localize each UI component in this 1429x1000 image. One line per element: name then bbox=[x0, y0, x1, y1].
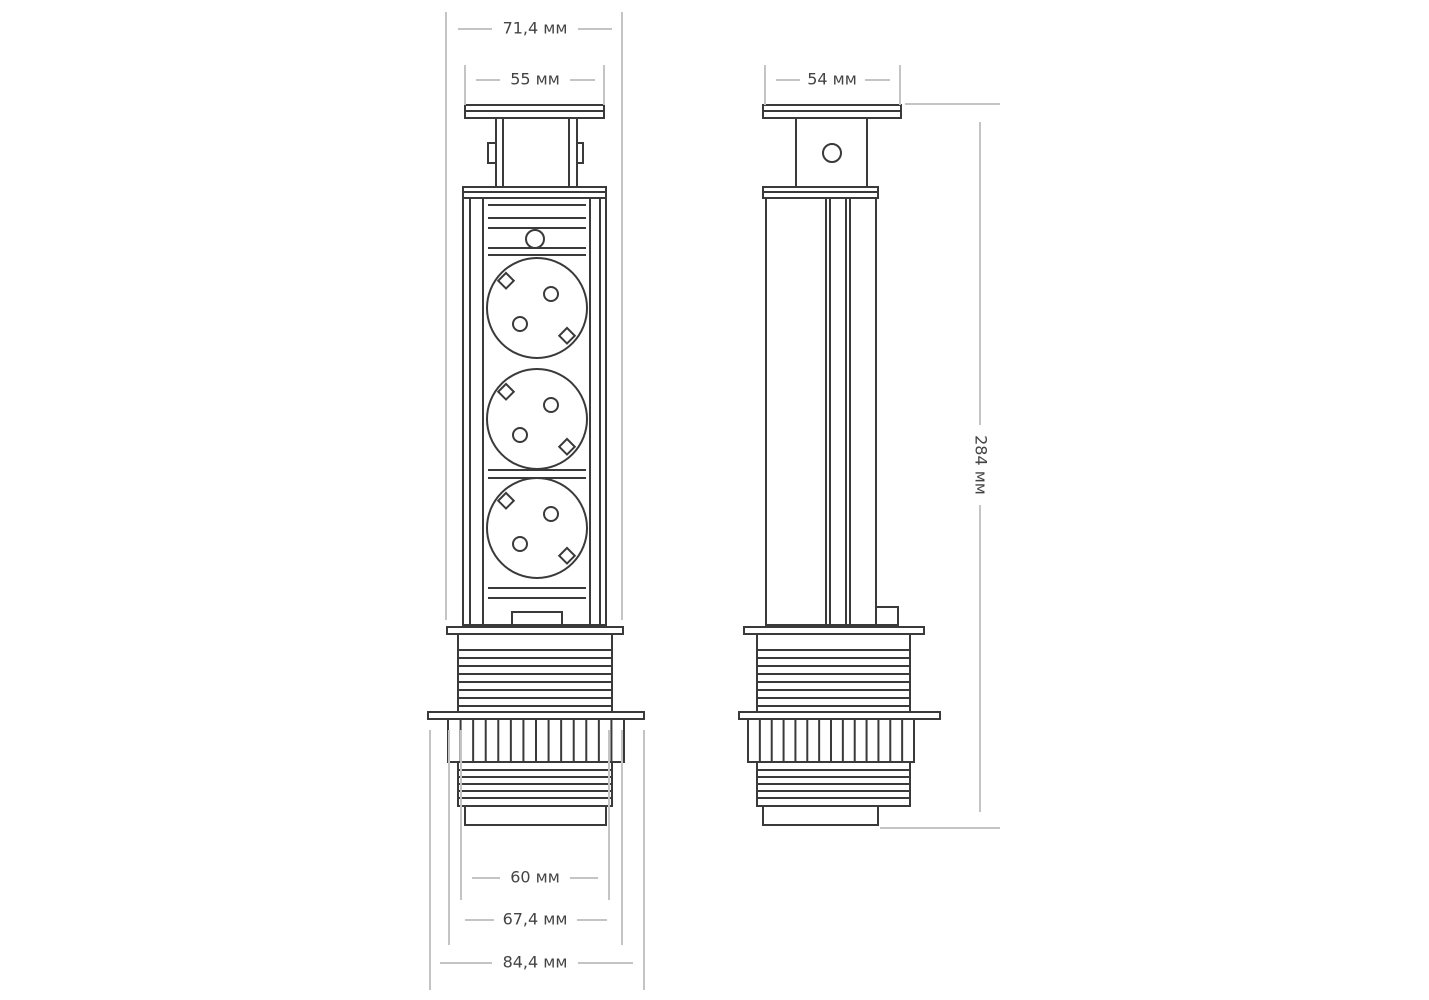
bottom-latch bbox=[511, 611, 563, 626]
socket-pin-hole bbox=[512, 427, 528, 443]
socket-face bbox=[486, 368, 588, 470]
body bbox=[765, 197, 877, 626]
cable-connector bbox=[875, 606, 899, 626]
bottom-block bbox=[464, 805, 607, 826]
bottom-block bbox=[762, 805, 879, 826]
ground-contact bbox=[557, 437, 577, 456]
ground-contact bbox=[557, 546, 577, 565]
upper-flange bbox=[446, 626, 624, 635]
dim-side-cap-width: 54 мм bbox=[807, 70, 857, 89]
dim-cutout-inner: 60 мм bbox=[510, 868, 560, 887]
mounting-flange bbox=[738, 711, 941, 720]
socket-pin-hole bbox=[543, 506, 559, 522]
dimension-lines bbox=[429, 12, 1000, 990]
post-right bbox=[568, 117, 578, 188]
indicator-light bbox=[525, 229, 545, 249]
socket-face bbox=[486, 257, 588, 359]
tab-right bbox=[576, 142, 584, 164]
socket-pin-hole bbox=[543, 397, 559, 413]
mounting-flange bbox=[427, 711, 645, 720]
dim-front-cap-width: 55 мм bbox=[510, 70, 560, 89]
socket bbox=[486, 477, 588, 579]
socket-pin-hole bbox=[543, 286, 559, 302]
side-view bbox=[738, 104, 941, 826]
ground-contact bbox=[496, 491, 516, 510]
upper-flange bbox=[743, 626, 925, 635]
release-button bbox=[822, 143, 842, 163]
socket bbox=[486, 257, 588, 359]
dim-height: 284 мм bbox=[972, 435, 991, 495]
ground-contact bbox=[496, 271, 516, 290]
post-left bbox=[495, 117, 504, 188]
front-view bbox=[427, 104, 645, 826]
ground-contact bbox=[496, 382, 516, 401]
socket-pin-hole bbox=[512, 536, 528, 552]
socket-pin-hole bbox=[512, 316, 528, 332]
socket bbox=[486, 368, 588, 470]
tab-left bbox=[487, 142, 497, 164]
dim-front-outer-width: 71,4 мм bbox=[503, 19, 568, 38]
ground-contact bbox=[557, 326, 577, 345]
dim-cutout-mid: 67,4 мм bbox=[503, 910, 568, 929]
dim-flange-width: 84,4 мм bbox=[503, 953, 568, 972]
socket-face bbox=[486, 477, 588, 579]
